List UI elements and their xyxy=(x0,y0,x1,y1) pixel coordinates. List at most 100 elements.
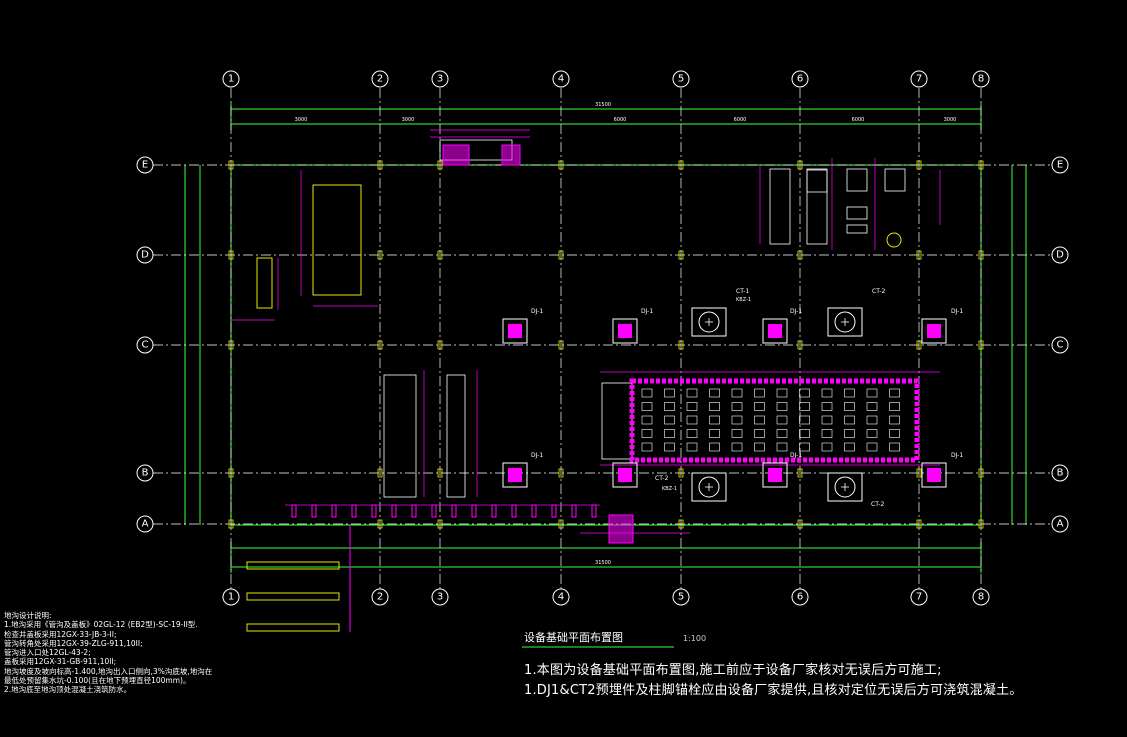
column-marker xyxy=(978,160,984,170)
column-marker xyxy=(228,468,234,478)
column-marker xyxy=(916,519,922,529)
overall-dimension-top: 31500 xyxy=(595,102,611,108)
ct-base xyxy=(827,472,863,502)
ct2-tag: CT-2 xyxy=(872,288,885,295)
trench-pit xyxy=(591,504,597,518)
span-dimension: 6000 xyxy=(734,117,747,123)
column-marker xyxy=(377,160,383,170)
grid-bubble-D xyxy=(136,246,154,264)
anchor-box xyxy=(731,402,743,411)
column-marker xyxy=(228,519,234,529)
dj1-pad-outline xyxy=(921,318,947,344)
column-marker xyxy=(377,250,383,260)
grid-label-6: 6 xyxy=(797,592,803,603)
column-marker xyxy=(678,340,684,350)
trench-pit xyxy=(351,504,357,518)
overall-dimension-bottom: 31500 xyxy=(595,560,611,566)
column-marker xyxy=(978,250,984,260)
anchor-box xyxy=(731,442,743,452)
grid-label-5: 5 xyxy=(678,592,684,603)
grid-bubble-C xyxy=(136,336,154,354)
trench-legend xyxy=(246,525,351,632)
grid-bubble-E xyxy=(136,156,154,174)
grid-lines xyxy=(153,88,1052,590)
dj1-pad-core xyxy=(768,324,782,338)
column-marker xyxy=(437,250,443,260)
anchor-box xyxy=(889,402,900,411)
grid-bubble-B xyxy=(1051,464,1069,482)
ct2-tag: CT-2 xyxy=(655,475,668,482)
anchor-box xyxy=(776,442,788,452)
grid-label-2: 2 xyxy=(377,74,383,85)
trench-note-line: 1.地沟采用《管沟及盖板》02GL-12 (EB2型)-SC-19-II型. xyxy=(4,620,198,630)
trench-note-line: 2.地沟底至地沟顶处混凝土浇筑防水。 xyxy=(4,685,132,695)
anchor-box xyxy=(799,388,810,398)
trench-note-line: 管沟进入口处12GL-43-2; xyxy=(4,648,91,658)
grid-label-1: 1 xyxy=(228,74,234,85)
trench-pit xyxy=(451,504,457,518)
column-marker xyxy=(797,519,803,529)
main-foundation xyxy=(629,378,920,463)
trench-pits xyxy=(285,504,600,518)
column-marker xyxy=(797,250,803,260)
grid-label-8: 8 xyxy=(978,74,984,85)
anchor-box xyxy=(709,429,720,438)
grid-bubble-2 xyxy=(371,588,389,606)
column-marker xyxy=(437,468,443,478)
trench-pit xyxy=(411,504,417,518)
trench-pit xyxy=(431,504,437,518)
span-dimension: 3000 xyxy=(402,117,415,123)
dj1-tag: DJ-1 xyxy=(790,452,802,459)
span-dimension: 3000 xyxy=(944,117,957,123)
ct-base xyxy=(827,307,863,337)
column-marker xyxy=(978,340,984,350)
dj1-tag: DJ-1 xyxy=(641,308,653,315)
column-marker xyxy=(797,340,803,350)
dj1-pad-outline xyxy=(921,462,947,488)
ct-units xyxy=(691,307,863,502)
anchor-box xyxy=(754,442,765,452)
grid-bubble-4 xyxy=(552,588,570,606)
grid-label-E: E xyxy=(142,160,148,171)
pump-outline xyxy=(256,257,273,309)
grid-label-D: D xyxy=(141,250,149,261)
grid-bubble-7 xyxy=(910,70,928,88)
dj1-pad-core xyxy=(618,468,632,482)
dj1-tag: DJ-1 xyxy=(951,452,963,459)
drawing-note-1: 1.本图为设备基础平面布置图,施工前应于设备厂家核对无误后方可施工; xyxy=(524,663,942,678)
dj1-tag: DJ-1 xyxy=(531,308,543,315)
column-marker xyxy=(916,468,922,478)
dj1-pad-outline xyxy=(612,462,638,488)
anchor-box xyxy=(641,388,653,398)
anchor-box xyxy=(686,388,698,398)
anchor-box xyxy=(889,415,900,425)
trench-pit xyxy=(311,504,317,518)
trench-pit xyxy=(571,504,577,518)
grid-label-5: 5 xyxy=(678,74,684,85)
anchor-box xyxy=(709,402,720,411)
grid-bubble-6 xyxy=(791,588,809,606)
anchor-box xyxy=(821,415,833,425)
grid-label-A: A xyxy=(1057,519,1064,530)
grid-label-A: A xyxy=(142,519,149,530)
grid-label-7: 7 xyxy=(916,74,922,85)
anchor-box xyxy=(686,442,698,452)
grid-bubble-3 xyxy=(431,70,449,88)
grid-label-3: 3 xyxy=(437,74,443,85)
grid-label-B: B xyxy=(142,468,149,479)
dj1-pad-outline xyxy=(502,462,528,488)
column-marker xyxy=(678,468,684,478)
kbz-tag: KBZ-1 xyxy=(736,297,751,303)
column-marker xyxy=(558,250,564,260)
grid-label-E: E xyxy=(1057,160,1063,171)
anchor-box xyxy=(731,415,743,425)
trench-notes-title: 地沟设计说明: xyxy=(4,611,52,620)
dj1-pad-outline xyxy=(502,318,528,344)
anchor-box xyxy=(866,442,878,452)
anchor-box xyxy=(731,429,743,438)
grid-label-7: 7 xyxy=(916,592,922,603)
grid-bubble-D xyxy=(1051,246,1069,264)
column-marker xyxy=(978,519,984,529)
